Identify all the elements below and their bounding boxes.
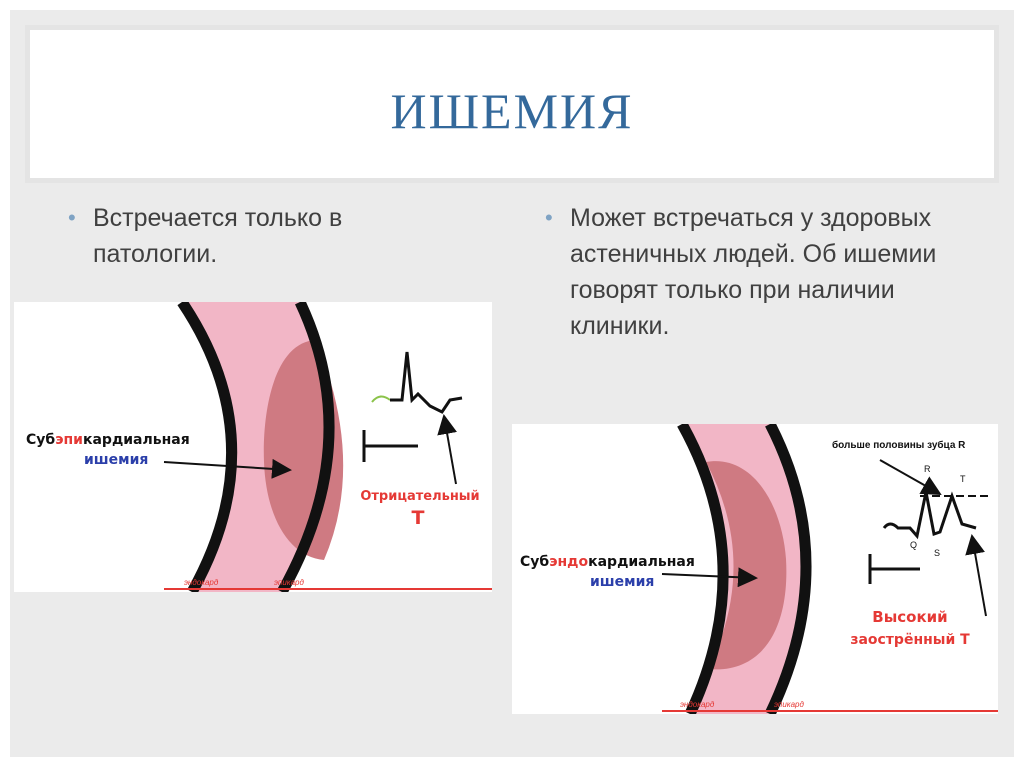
t-label-line1: Отрицательный <box>360 489 479 504</box>
subepicardial-ischemia-diagram: Субэпикардиальная ишемия Отрицательный Т… <box>14 302 492 592</box>
half-r-note: больше половины зубца R <box>832 439 966 451</box>
note-arrow <box>880 460 940 494</box>
title-box: ИШЕМИЯ <box>30 30 994 178</box>
q-wave-label: Q <box>910 540 917 550</box>
t-wave-arrow <box>444 416 456 484</box>
epicardium-label: эпикард <box>274 578 304 587</box>
subendocardial-ischemia-diagram: больше половины зубца R R T Q S Субэндок… <box>512 424 998 714</box>
electrode-symbol <box>364 430 418 462</box>
t-label-line2: Т <box>412 507 425 529</box>
right-bullet-list: Может встречаться у здоровых астеничных … <box>545 200 965 344</box>
electrode-symbol <box>870 554 920 584</box>
epicardium-label: эпикард <box>774 700 804 709</box>
ecg-baseline-stub <box>372 396 390 402</box>
t-wave-letter: T <box>960 474 966 484</box>
left-bullet-list: Встречается только в патологии. <box>68 200 428 272</box>
ischemia-label-line1: Субэпикардиальная <box>26 432 190 448</box>
ischemia-label-line2: ишемия <box>84 452 148 468</box>
t-wave-arrow <box>972 536 986 616</box>
ischemia-label-line1: Субэндокардиальная <box>520 554 695 570</box>
r-wave-label: R <box>924 464 931 474</box>
t-label-line2: заострённый Т <box>850 632 970 648</box>
slide: ИШЕМИЯ Встречается только в патологии. М… <box>10 10 1014 757</box>
t-label-line1: Высокий <box>872 608 947 626</box>
ischemia-label-line2: ишемия <box>590 574 654 590</box>
endocardium-label: эндокард <box>184 578 219 587</box>
endocardium-label: эндокард <box>680 700 715 709</box>
right-bullet: Может встречаться у здоровых астеничных … <box>545 200 965 344</box>
slide-title: ИШЕМИЯ <box>30 82 994 140</box>
s-wave-label: S <box>934 548 940 558</box>
ecg-wave-tall-t <box>884 492 976 536</box>
left-bullet: Встречается только в патологии. <box>68 200 428 272</box>
ecg-wave-negative-t <box>390 352 462 412</box>
